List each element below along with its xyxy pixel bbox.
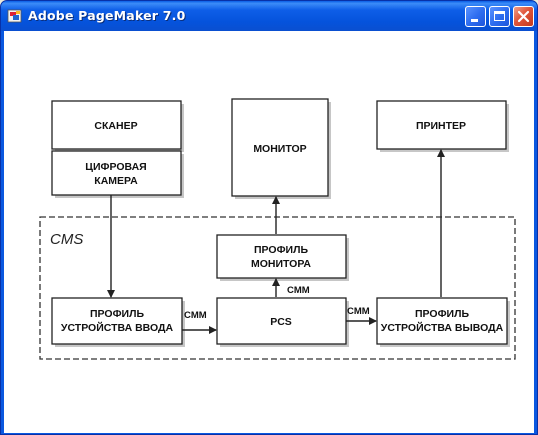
monitor-label: МОНИТОР: [253, 143, 306, 155]
output-profile-label-line2: УСТРОЙСТВА ВЫВОДА: [381, 321, 504, 334]
output-profile-box: [376, 297, 508, 345]
minimize-icon: [471, 19, 478, 22]
monitor-profile-box: [216, 234, 347, 279]
document-area: CMS: [4, 31, 534, 433]
monitor-box: [231, 98, 329, 197]
printer-label: ПРИНТЕР: [416, 120, 466, 132]
minimize-button[interactable]: [465, 6, 486, 27]
camera-label-line1: ЦИФРОВАЯ: [85, 161, 146, 173]
printer-box: [376, 100, 507, 150]
output-profile-label-line1: ПРОФИЛЬ: [415, 308, 469, 320]
window-title: Adobe PageMaker 7.0: [28, 8, 186, 23]
monitor-profile-label-line2: МОНИТОРА: [251, 258, 311, 270]
scanner-box: [51, 100, 182, 150]
input-profile-label-line1: ПРОФИЛЬ: [90, 308, 144, 320]
cms-label: CMS: [50, 231, 83, 248]
cmm-label-input: CMM: [184, 310, 207, 321]
digital-camera-box: [51, 150, 182, 196]
pcs-box: [216, 297, 347, 345]
close-button[interactable]: [513, 6, 534, 27]
maximize-icon: [494, 11, 505, 21]
cmm-label-output: CMM: [347, 306, 370, 317]
input-profile-label-line2: УСТРОЙСТВА ВВОДА: [61, 321, 174, 334]
monitor-profile-label-line1: ПРОФИЛЬ: [254, 244, 308, 256]
cms-diagram: CMS: [39, 98, 516, 360]
camera-label-line2: КАМЕРА: [94, 175, 138, 187]
cms-region: [39, 216, 516, 360]
scanner-label: СКАНЕР: [94, 120, 137, 132]
title-bar[interactable]: Adobe PageMaker 7.0: [1, 1, 537, 31]
pagemaker-icon: [7, 9, 22, 23]
close-icon: [517, 10, 530, 23]
maximize-button[interactable]: [489, 6, 510, 27]
pcs-label: PCS: [270, 316, 292, 328]
input-profile-box: [51, 297, 183, 345]
cmm-label-monitor: CMM: [287, 285, 310, 296]
